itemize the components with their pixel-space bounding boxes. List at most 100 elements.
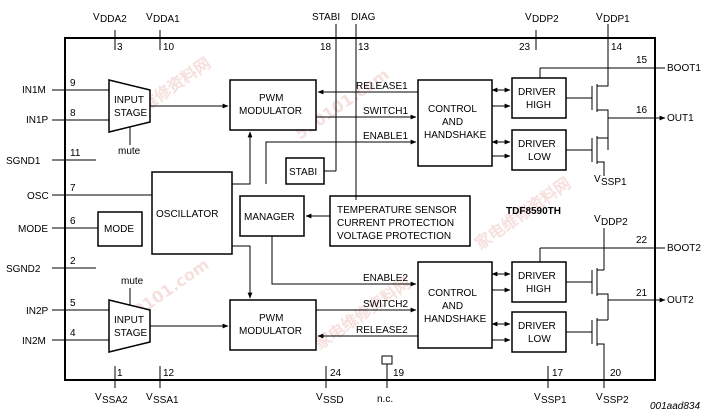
pin-nc: 19 n.c. [377,355,405,405]
part-number: TDF8590TH [506,206,561,217]
pin-out1: 16 OUT1 [608,105,694,124]
svg-text:DRIVER: DRIVER [518,87,556,98]
svg-text:V: V [93,12,100,23]
svg-text:INPUT: INPUT [114,315,144,326]
input-stage-2: INPUT STAGE mute [108,276,151,353]
svg-text:V: V [534,392,541,403]
svg-text:13: 13 [358,42,370,53]
pin-boot1: 15 BOOT1 [539,55,701,78]
control-handshake-2: CONTROL AND HANDSHAKE [417,261,493,349]
pin-sgnd2: SGND2 2 [6,256,96,275]
input-stage-1: INPUT STAGE mute [108,79,151,157]
svg-text:LOW: LOW [528,334,551,345]
svg-text:SSD: SSD [323,395,344,406]
wire-osc-pwm1 [232,131,253,185]
svg-text:MODE: MODE [18,224,48,235]
pin-vdda2: V DDA2 3 [93,12,127,53]
svg-text:CURRENT PROTECTION: CURRENT PROTECTION [337,218,454,229]
svg-text:MODE: MODE [104,224,134,235]
pin-out2: 21 OUT2 [608,288,694,306]
protection-block: TEMPERATURE SENSOR CURRENT PROTECTION VO… [329,195,471,247]
mute-label-1: mute [118,146,141,157]
mode-block: MODE [97,211,143,247]
svg-text:ENABLE1: ENABLE1 [363,131,408,142]
svg-text:11: 11 [70,148,81,159]
svg-text:V: V [316,392,323,403]
svg-text:V: V [146,12,153,23]
svg-text:INPUT: INPUT [114,95,144,106]
signal-release2: RELEASE2 [317,325,418,339]
svg-text:6: 6 [70,216,76,227]
driver-high-1: DRIVER HIGH [511,77,567,119]
svg-text:HANDSHAKE: HANDSHAKE [424,314,487,325]
svg-text:AND: AND [442,117,463,128]
svg-text:HANDSHAKE: HANDSHAKE [424,130,487,141]
svg-text:CONTROL: CONTROL [428,104,477,115]
pwm-modulator-2: PWM MODULATOR [229,299,317,351]
svg-text:OSC: OSC [27,191,49,202]
control-handshake-1: CONTROL AND HANDSHAKE [417,79,493,167]
svg-text:4: 4 [70,328,76,339]
svg-text:8: 8 [70,108,76,119]
svg-text:DRIVER: DRIVER [518,321,556,332]
svg-text:V: V [525,12,532,23]
svg-text:RELEASE1: RELEASE1 [356,81,408,92]
pin-diag: DIAG 13 [351,12,376,200]
driver-low-2: DRIVER LOW [511,311,567,353]
svg-text:SSP2: SSP2 [603,395,629,406]
wire-osc-pwm2 [232,245,253,299]
signal-switch2: SWITCH2 [316,299,417,313]
vddp2-mid-label: V [594,214,601,225]
svg-text:OUT2: OUT2 [667,295,694,306]
svg-text:STABI: STABI [312,12,340,23]
svg-text:20: 20 [610,368,622,379]
mute-label-2: mute [121,276,144,287]
svg-text:MANAGER: MANAGER [244,212,295,223]
svg-text:V: V [596,392,603,403]
svg-text:22: 22 [636,235,648,246]
svg-text:BOOT2: BOOT2 [667,243,701,254]
svg-text:IN2P: IN2P [26,306,49,317]
svg-text:DDP2: DDP2 [601,217,628,228]
pin-vssp1-bottom: 17 V SSP1 [534,366,567,406]
svg-text:DDA1: DDA1 [153,14,180,25]
svg-text:DRIVER: DRIVER [518,271,556,282]
svg-text:STAGE: STAGE [114,328,147,339]
oscillator-block: OSCILLATOR [151,171,233,255]
svg-text:10: 10 [163,42,175,53]
pin-vssa2: 1 V SSA2 [95,366,128,406]
svg-text:TEMPERATURE SENSOR: TEMPERATURE SENSOR [337,205,457,216]
svg-text:SGND2: SGND2 [6,264,41,275]
svg-text:STABI: STABI [289,167,317,178]
pin-mode: MODE 6 [18,216,98,235]
pin-vddp2-top: V DDP2 23 [519,12,559,53]
svg-text:OUT1: OUT1 [667,113,694,124]
svg-text:SWITCH1: SWITCH1 [363,106,408,117]
svg-text:V: V [95,392,102,403]
svg-text:MODULATOR: MODULATOR [239,326,302,337]
pin-boot2: 22 BOOT2 [539,235,701,262]
svg-text:19: 19 [393,368,405,379]
svg-text:5: 5 [70,298,76,309]
svg-text:24: 24 [330,368,342,379]
svg-text:n.c.: n.c. [377,394,393,405]
manager-block: MANAGER [239,195,305,237]
pin-in1p: IN1P 8 [26,108,109,126]
svg-text:SGND1: SGND1 [6,156,41,167]
chip-outline [64,37,656,381]
pin-vddp1: V DDP1 14 [596,12,630,68]
output-stage-1: V SSP1 [566,68,627,188]
vssp1-mid-label: V [594,174,601,185]
svg-text:DDP2: DDP2 [532,14,559,25]
driver-high-2: DRIVER HIGH [511,261,567,303]
pin-sgnd1: SGND1 11 [6,148,96,167]
signal-release1: RELEASE1 [317,81,418,95]
svg-text:12: 12 [163,368,175,379]
svg-text:ENABLE2: ENABLE2 [363,273,408,284]
svg-text:DRIVER: DRIVER [518,139,556,150]
stabi-block: STABI [285,157,325,185]
svg-text:VOLTAGE PROTECTION: VOLTAGE PROTECTION [337,231,451,242]
signal-switch1: SWITCH1 [316,106,417,120]
pin-vssa1: 12 V SSA1 [146,366,179,406]
